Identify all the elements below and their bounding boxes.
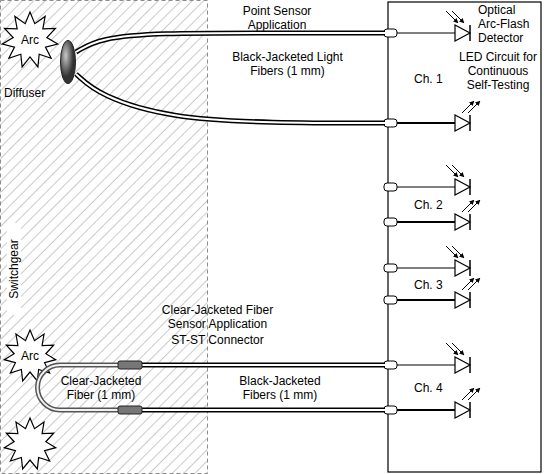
annotation-label: LED Circuit for Continuous Self-Testing [455, 50, 541, 92]
arc-burst: Arc [4, 330, 56, 382]
black-fiber [76, 33, 385, 52]
photo-detector [384, 11, 470, 41]
photo-detector [384, 246, 470, 276]
black-fiber [76, 74, 385, 123]
channel-label: Ch. 1 [414, 72, 454, 86]
diffuser-lens-shape [60, 40, 76, 84]
diffuser-lens: Diffuser [60, 40, 76, 84]
node-label: Switchgear [7, 223, 21, 315]
switchgear-region-shape [0, 0, 208, 474]
annotation-label: Black-Jacketed Fibers (1 mm) [228, 374, 332, 402]
arc-burst: Arc [2, 12, 58, 68]
st-connector [118, 361, 142, 369]
black-fiber [142, 410, 385, 411]
black-fiber [142, 365, 385, 366]
switchgear-region: SwitchgearArcDiffuserArc [0, 0, 208, 474]
relay-box [388, 2, 541, 472]
annotation-label: Clear-Jacketed Fiber Sensor Application [150, 303, 285, 331]
channel-label: Ch. 2 [414, 198, 454, 212]
annotation-label: Point Sensor Application [212, 4, 342, 32]
node-label: Diffuser [4, 86, 45, 100]
channel-label: Ch. 4 [414, 381, 454, 395]
node-label: Arc [21, 33, 39, 47]
led-circuit [384, 101, 480, 131]
st-connector [118, 406, 142, 414]
photo-detector [384, 165, 470, 195]
annotation-label: ST-ST Connector [150, 333, 285, 347]
led-circuit [384, 278, 480, 308]
annotation-label: Optical Arc-Flash Detector [478, 3, 538, 45]
channel-label: Ch. 3 [414, 278, 454, 292]
annotation-label: Black-Jacketed Light Fibers (1 mm) [230, 50, 345, 78]
arc-burst [4, 418, 55, 469]
node-label: Arc [21, 349, 39, 363]
photo-detector [384, 343, 470, 373]
annotation-label: Clear-Jacketed Fiber (1 mm) [58, 374, 144, 402]
